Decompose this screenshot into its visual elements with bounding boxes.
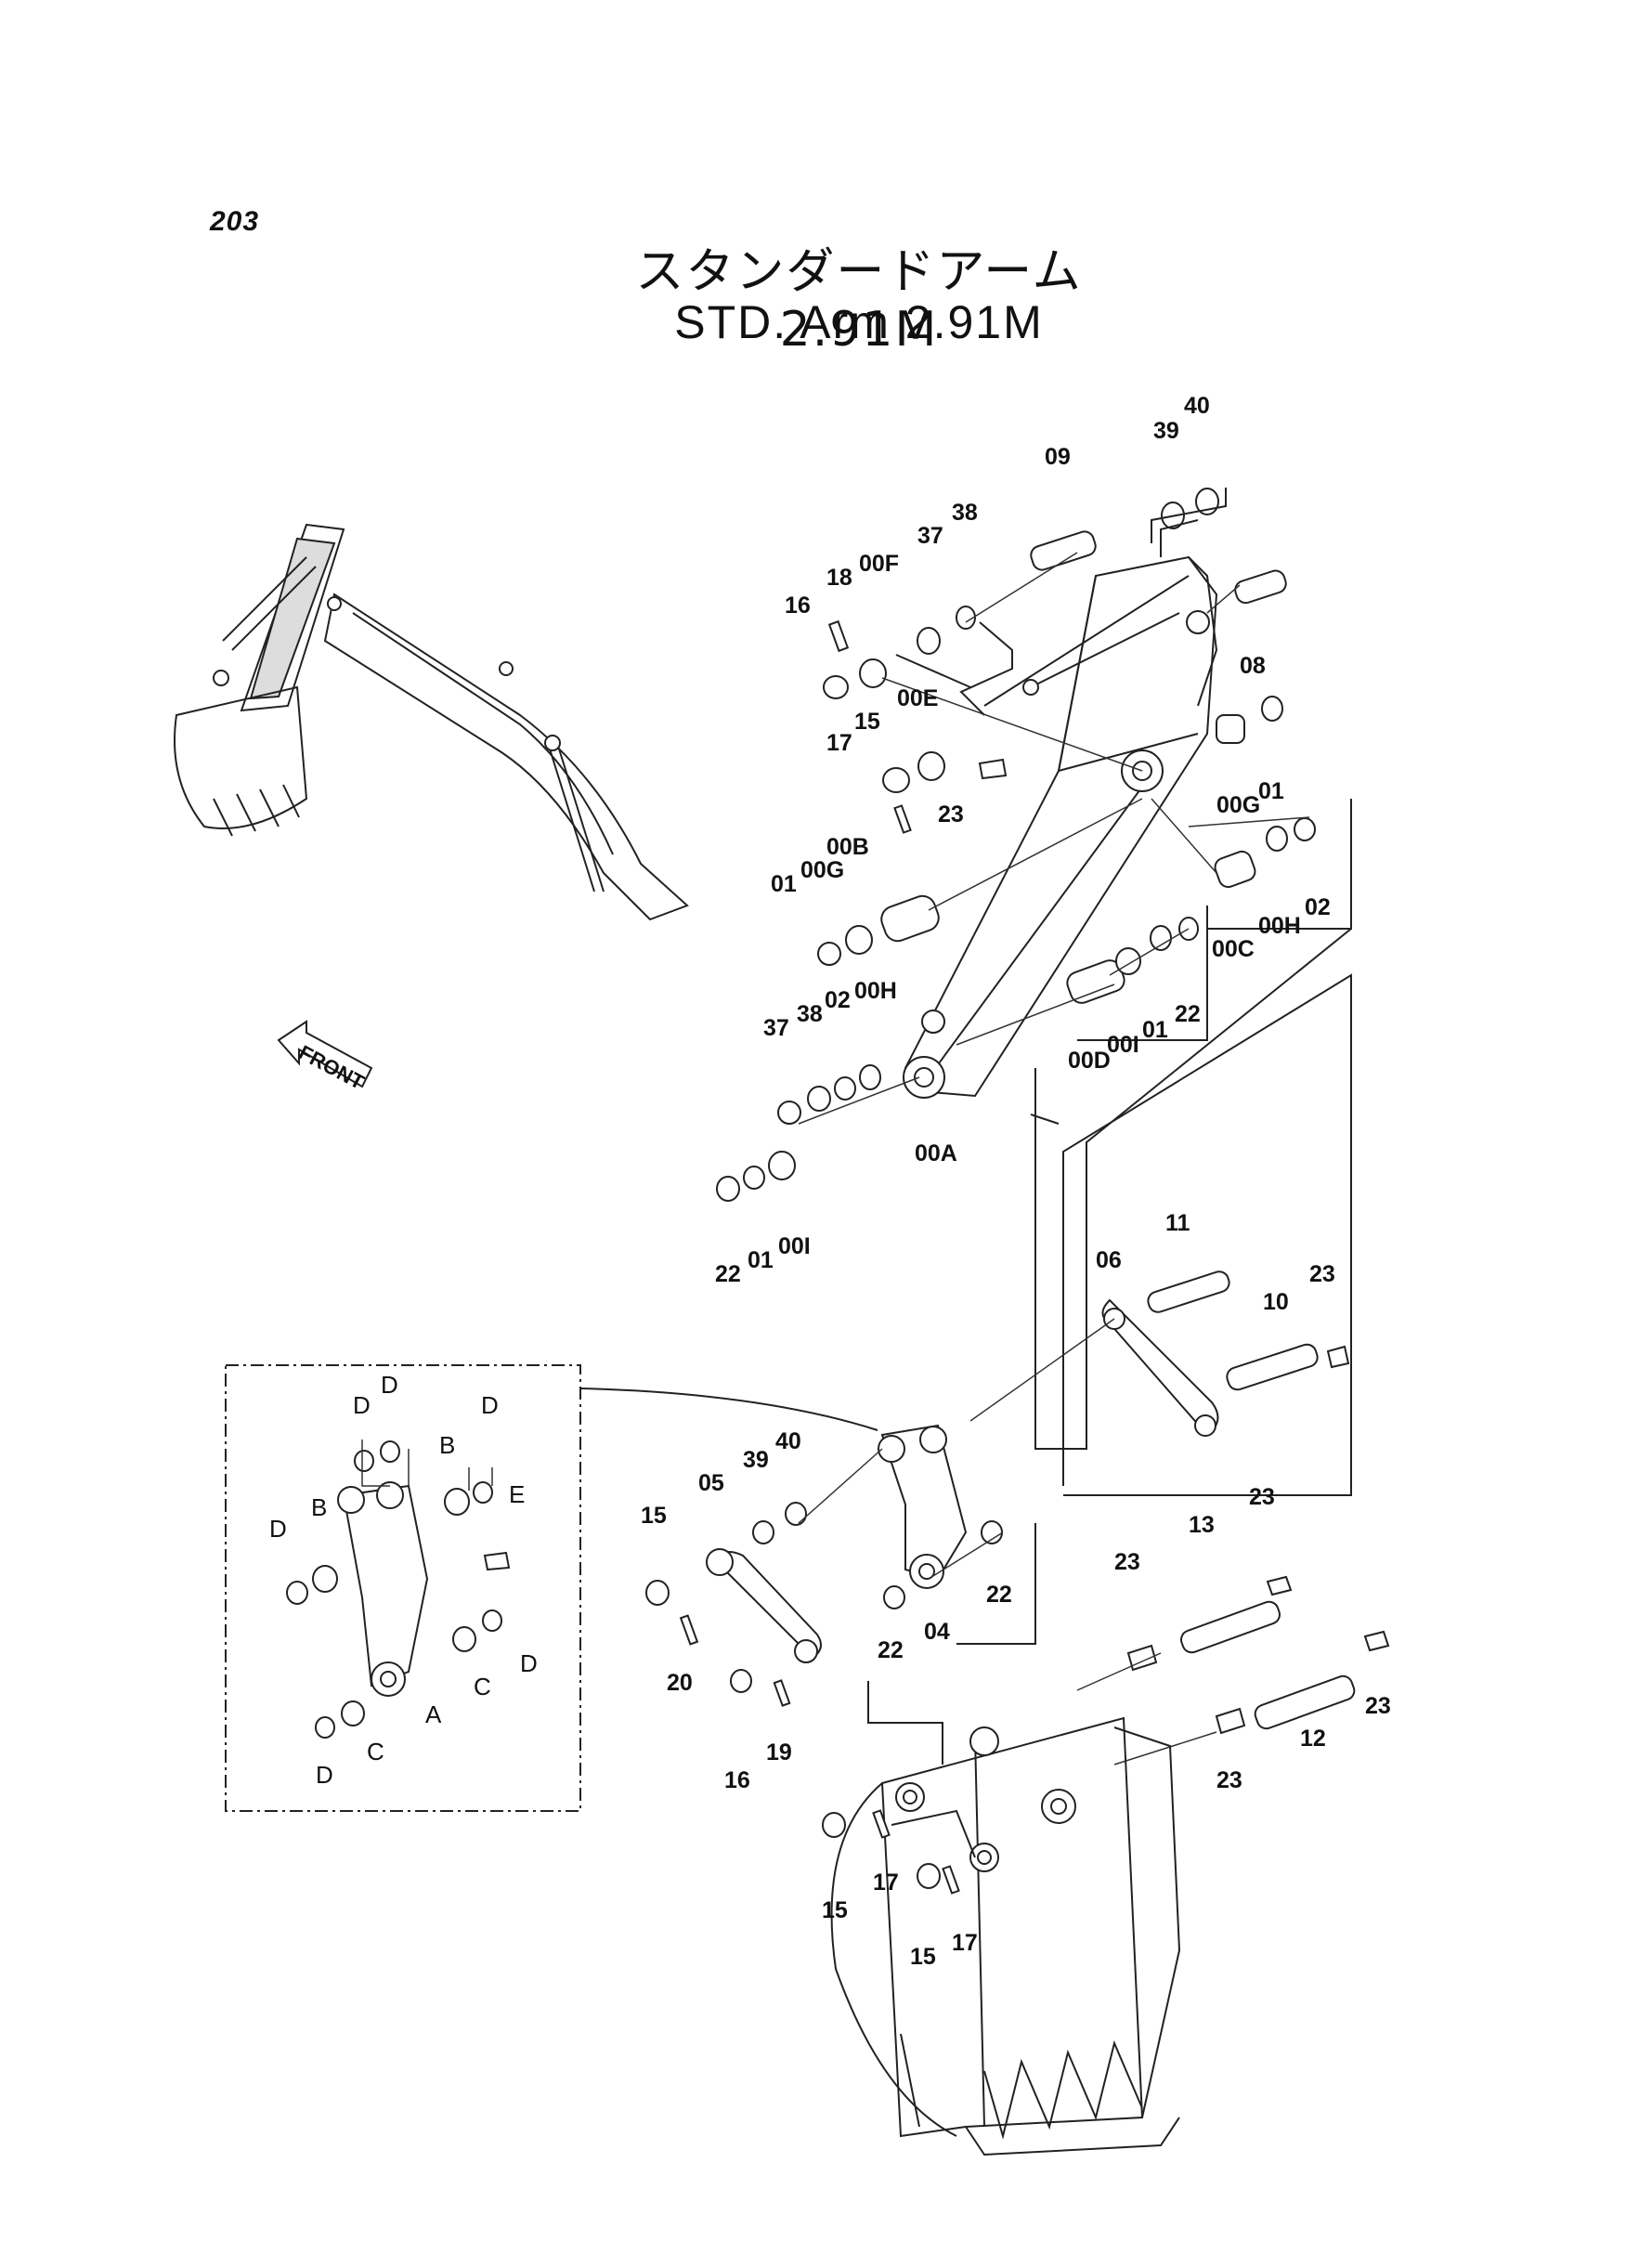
- callout-label: 18: [826, 565, 852, 591]
- callout-label: 37: [917, 523, 943, 549]
- callout-label: 22: [715, 1261, 741, 1287]
- excavator-overview-sketch: [174, 523, 689, 921]
- page-title-english: STD. Arm 2.91M: [674, 296, 1044, 348]
- callout-label: 00C: [1212, 936, 1255, 962]
- inset-label: B: [439, 1431, 455, 1459]
- callout-label: 05: [698, 1470, 724, 1496]
- inset-label: E: [509, 1480, 525, 1508]
- callout-label: 37: [763, 1015, 789, 1041]
- callout-label: 00I: [1107, 1032, 1139, 1058]
- arm-assembly: [903, 555, 1218, 1099]
- callout-label: 15: [910, 1944, 936, 1970]
- inset-letter-labels: D D D B B E D C D A C D: [269, 1371, 538, 1789]
- callout-label: 08: [1240, 653, 1266, 679]
- callout-label: 16: [724, 1767, 750, 1793]
- callout-label: 20: [667, 1670, 693, 1696]
- callout-label: 00H: [854, 978, 897, 1004]
- callout-label: 00E: [897, 685, 938, 711]
- callout-label: 00H: [1258, 913, 1301, 939]
- callout-label: 39: [1153, 418, 1179, 444]
- callout-label: 00I: [778, 1233, 811, 1259]
- inset-label: C: [367, 1738, 384, 1765]
- callout-label: 38: [952, 500, 978, 526]
- callout-label: 06: [1096, 1247, 1122, 1273]
- callout-label: 23: [1365, 1693, 1391, 1719]
- inset-label: D: [316, 1761, 333, 1789]
- callout-labels: 09 39 40 37 38 18 00F 16 08 00E 15 17 23…: [641, 393, 1391, 1970]
- callout-label: 38: [797, 1001, 823, 1027]
- callout-label: 09: [1045, 444, 1071, 470]
- callout-label: 16: [785, 593, 811, 619]
- callout-label: 12: [1300, 1726, 1326, 1752]
- inset-label: D: [353, 1391, 371, 1419]
- callout-label: 17: [952, 1930, 978, 1956]
- callout-label: 00D: [1068, 1048, 1111, 1074]
- callout-label: 01: [748, 1247, 774, 1273]
- lower-link-group: [645, 1424, 1036, 1765]
- callout-label: 00F: [859, 551, 899, 577]
- callout-label: 02: [825, 987, 851, 1013]
- front-direction-arrow: FRONT: [277, 1020, 373, 1094]
- callout-label: 23: [1216, 1767, 1242, 1793]
- callout-label: 02: [1305, 894, 1331, 920]
- inset-label: D: [520, 1649, 538, 1677]
- callout-label: 15: [641, 1503, 667, 1529]
- arm-leader-lines: [798, 488, 1352, 1496]
- callout-label: 00G: [800, 857, 844, 883]
- page-number: 203: [210, 206, 260, 237]
- inset-label: C: [474, 1673, 491, 1700]
- page-title-japanese: スタンダードアーム 2.91M: [635, 244, 1083, 358]
- callout-label: 40: [775, 1428, 801, 1454]
- callout-label: 17: [826, 730, 852, 756]
- callout-label: 04: [924, 1619, 950, 1645]
- callout-label: 15: [854, 709, 880, 735]
- callout-label: 01: [1142, 1017, 1168, 1043]
- inset-label: A: [425, 1700, 442, 1728]
- callout-label: 22: [878, 1637, 904, 1663]
- callout-label: 39: [743, 1447, 769, 1473]
- callout-label: 00G: [1216, 792, 1260, 818]
- callout-label: 23: [1114, 1549, 1140, 1575]
- callout-label: 22: [986, 1582, 1012, 1608]
- front-label: FRONT: [295, 1040, 369, 1094]
- upper-pins-group: [716, 488, 1316, 1202]
- callout-label: 10: [1263, 1289, 1289, 1315]
- linkage-middle: [969, 1270, 1350, 1437]
- callout-label: 17: [873, 1870, 899, 1896]
- callout-label: 23: [1309, 1261, 1335, 1287]
- callout-label: 11: [1165, 1210, 1190, 1236]
- callout-label: 00A: [915, 1140, 957, 1166]
- callout-label: 15: [822, 1897, 848, 1923]
- callout-label: 01: [771, 871, 797, 897]
- callout-label: 23: [1249, 1484, 1275, 1510]
- bucket-assembly: [822, 1716, 1181, 2156]
- inset-detail-box: [225, 1364, 878, 1812]
- inset-label: D: [269, 1515, 287, 1543]
- callout-label: 19: [766, 1739, 792, 1765]
- callout-label: 22: [1175, 1001, 1201, 1027]
- inset-label: D: [381, 1371, 398, 1399]
- pins-12-13: [1076, 1575, 1390, 1765]
- callout-label: 23: [938, 801, 964, 827]
- callout-label: 01: [1258, 778, 1284, 804]
- callout-label: 13: [1189, 1512, 1215, 1538]
- inset-label: B: [311, 1493, 327, 1521]
- inset-label: D: [481, 1391, 499, 1419]
- callout-label: 00B: [826, 834, 869, 860]
- callout-label: 40: [1184, 393, 1210, 419]
